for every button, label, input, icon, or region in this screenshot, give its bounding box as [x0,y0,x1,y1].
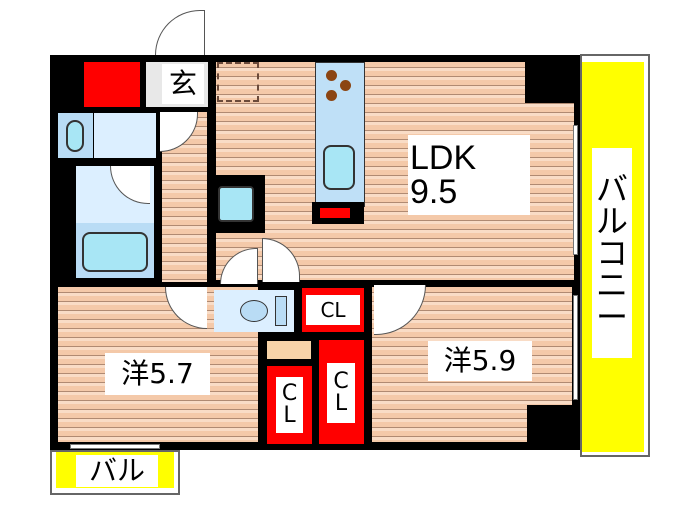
balcony-right-label: バ ル コ ニ ー [592,148,632,358]
balcony-char: ニ [595,266,628,304]
balcony-char: ル [595,202,628,240]
shoe-storage [84,62,140,107]
washing-machine [218,186,254,222]
closet-char: C [333,369,349,394]
ldk-label: LDK 9.5 [408,135,530,215]
ldk-label-size: 9.5 [410,173,458,211]
washroom [94,113,156,158]
closet-char: L [334,391,348,416]
closet-mid-right-label: C L [327,363,355,423]
ldk-corner-pillar [525,55,580,103]
western-left-label: 洋5.7 [105,353,210,395]
closet-top-label: CL [306,295,360,325]
kitchen-sink [323,145,355,190]
western-right-pillar [527,405,580,450]
toilet-tank [275,296,287,326]
western-right-label: 洋5.9 [428,341,532,381]
toilet-bowl [240,300,268,322]
closet-mid-left-label: C L [276,377,303,433]
fridge-space [320,208,350,218]
stove-burner-icon [340,80,351,91]
balcony-char: コ [595,234,628,272]
bathtub [82,232,148,272]
sink-basin [66,120,84,152]
closet-char: L [283,403,296,428]
balcony-char: バ [595,170,628,208]
balcony-char: ー [595,298,628,336]
window-western-right [573,295,578,400]
small-storage [267,341,311,359]
ldk-label-name: LDK [410,139,477,177]
window-western-left [70,444,160,449]
closet-char: C [281,381,298,406]
stove-burner-icon [326,90,337,101]
genkan-label: 玄 [162,64,204,104]
balcony-small-label: バル [76,455,158,487]
stove-burner-icon [326,70,337,81]
ceiling-hatch [217,62,259,102]
window-ldk [573,125,578,255]
entry-door [155,10,205,55]
